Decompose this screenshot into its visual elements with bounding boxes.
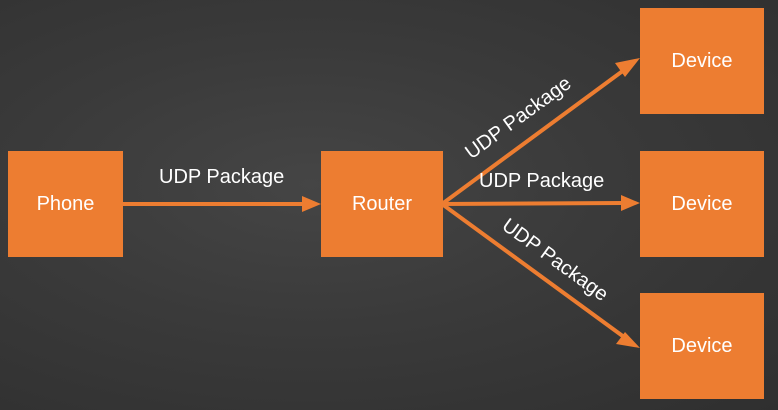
arrow-router-to-device-top [440,68,626,206]
device-middle-label: Device [671,192,733,215]
arrowhead-router-to-device-middle [621,195,640,211]
edge-label-phone-to-router: UDP Package [159,166,285,188]
arrowhead-router-to-device-top [615,58,640,77]
edge-label-router-to-device-middle: UDP Package [479,170,605,192]
device-top-label: Device [671,49,733,72]
arrowhead-router-to-device-bottom [616,332,640,348]
arrowhead-phone-to-router [302,196,321,212]
router-label: Router [351,192,413,215]
phone-label: Phone [36,192,95,215]
arrow-router-to-device-bottom [440,202,626,339]
router-node: Router [321,151,443,257]
device-node-middle: Device [640,151,764,257]
device-node-top: Device [640,8,764,114]
phone-node: Phone [8,151,123,257]
device-node-bottom: Device [640,293,764,399]
arrow-router-to-device-middle [441,201,623,206]
device-bottom-label: Device [671,334,733,357]
